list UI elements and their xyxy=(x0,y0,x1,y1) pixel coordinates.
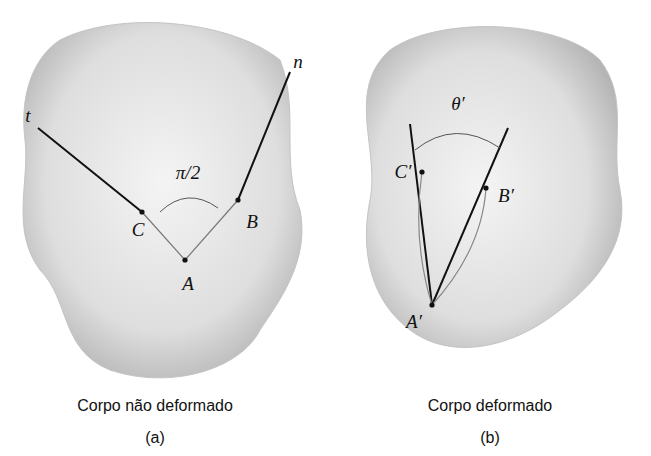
point-name: C xyxy=(132,220,145,241)
caption: Corpo deformado xyxy=(428,397,553,415)
ba-segment xyxy=(185,200,238,260)
ba-curve xyxy=(432,188,486,305)
angle-arc xyxy=(415,133,500,150)
angle-label: π/2 xyxy=(176,163,200,184)
caption-letter: (b) xyxy=(480,429,500,447)
deformed-body xyxy=(366,27,622,348)
n-axis-deformed xyxy=(432,128,508,305)
t-axis xyxy=(38,128,142,212)
point-b xyxy=(235,197,240,202)
ca-segment xyxy=(142,212,185,260)
point-name: B xyxy=(246,212,258,233)
axis-name: t xyxy=(25,106,30,127)
caption: Corpo não deformado xyxy=(77,397,233,415)
ca-curve xyxy=(419,172,432,305)
axis-name: n xyxy=(293,52,303,73)
angle-label: θ′ xyxy=(451,94,465,115)
point-name: C′ xyxy=(395,162,412,183)
point-c-prime xyxy=(419,169,424,174)
point-name: A xyxy=(182,274,194,295)
n-axis xyxy=(238,72,290,200)
right-angle-arc xyxy=(160,198,218,212)
point-name: B′ xyxy=(498,186,514,207)
point-a xyxy=(182,257,187,262)
point-b-prime xyxy=(483,185,488,190)
caption-letter: (a) xyxy=(145,429,165,447)
point-a-prime xyxy=(429,302,434,307)
undeformed-body xyxy=(23,23,302,378)
t-axis-deformed xyxy=(410,124,432,305)
point-c xyxy=(139,209,144,214)
point-name: A′ xyxy=(406,312,422,333)
